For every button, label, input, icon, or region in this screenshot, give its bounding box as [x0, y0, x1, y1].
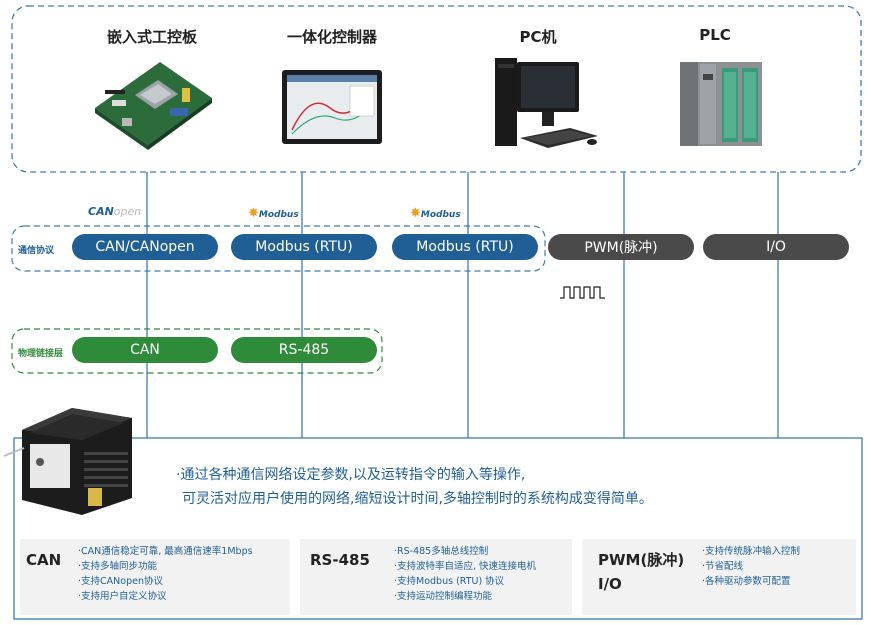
- panel-pwm-io-list: ·支持传统脉冲输入控制 ·节省配线 ·各种驱动参数可配置: [702, 544, 800, 589]
- panel-item: ·RS-485多轴总线控制: [394, 546, 489, 557]
- physical-frame: [11, 328, 383, 374]
- connector-lines: [146, 172, 779, 438]
- panel-item: ·支持运动控制编程功能: [394, 591, 493, 602]
- panel-pwm-title: PWM(脉冲): [598, 551, 685, 569]
- plc-icon: [680, 62, 762, 146]
- panel-item: ·支持CANopen协议: [78, 576, 163, 587]
- panel-can-title: CAN: [26, 551, 62, 569]
- modbus-logo-2-text: Modbus: [420, 210, 461, 220]
- protocol-modbus-rtu-2: Modbus (RTU): [392, 234, 538, 260]
- protocol-io: I/O: [703, 234, 849, 260]
- panel-item: ·支持用户自定义协议: [78, 591, 167, 602]
- panel-controller-icon: [282, 70, 382, 144]
- panel-can-list: ·CAN通信稳定可靠, 最高通信速率1Mbps ·支持多轴同步功能 ·支持CAN…: [78, 544, 253, 604]
- pc-icon: [495, 58, 598, 148]
- device-label-plc: PLC: [699, 26, 731, 44]
- modbus-logo-2: ✸Modbus: [410, 202, 461, 221]
- description-frame: [13, 437, 863, 620]
- canopen-logo-prefix: CAN: [88, 205, 114, 218]
- modbus-star-icon: ✸: [410, 206, 421, 221]
- pulse-waveform-icon: [560, 286, 605, 299]
- device-label-embedded-board: 嵌入式工控板: [106, 28, 197, 46]
- device-label-panel-controller: 一体化控制器: [286, 28, 377, 46]
- panel-can: CAN ·CAN通信稳定可靠, 最高通信速率1Mbps ·支持多轴同步功能 ·支…: [20, 539, 290, 615]
- panel-item: ·支持波特率自适应, 快速连接电机: [394, 561, 537, 572]
- physical-rs485: RS-485: [231, 337, 377, 363]
- protocol-modbus-rtu-1: Modbus (RTU): [231, 234, 377, 260]
- motor-icon: [3, 408, 132, 515]
- panel-item: ·支持Modbus (RTU) 协议: [394, 576, 505, 587]
- panel-item: ·支持传统脉冲输入控制: [702, 546, 801, 557]
- panel-io-title: I/O: [598, 575, 622, 593]
- canopen-logo-suffix: open: [113, 205, 142, 218]
- panel-rs485-title: RS-485: [310, 551, 370, 569]
- canopen-logo: CANopen: [88, 205, 141, 218]
- modbus-logo-1-text: Modbus: [258, 210, 299, 220]
- panel-item: ·支持多轴同步功能: [78, 561, 158, 572]
- physical-can: CAN: [72, 337, 218, 363]
- description-line-1: ·通过各种通信网络设定参数,以及运转指令的输入等操作,: [176, 467, 526, 483]
- panel-item: ·节省配线: [702, 561, 744, 572]
- protocol-canopen: CAN/CANopen: [72, 234, 218, 260]
- modbus-logo-1: ✸Modbus: [248, 202, 299, 221]
- description-line-2: 可灵活对应用户使用的网络,缩短设计时间,多轴控制时的系统构成变得简单。: [182, 491, 653, 507]
- embedded-board-icon: [95, 62, 212, 150]
- protocol-pwm: PWM(脉冲): [548, 234, 694, 260]
- protocol-layer-label: 通信协议: [18, 246, 55, 256]
- panel-item: ·各种驱动参数可配置: [702, 576, 791, 587]
- physical-layer-label: 物理链接层: [18, 349, 64, 359]
- panel-item: ·CAN通信稳定可靠, 最高通信速率1Mbps: [78, 546, 253, 557]
- panel-rs485-list: ·RS-485多轴总线控制 ·支持波特率自适应, 快速连接电机 ·支持Modbu…: [394, 544, 536, 604]
- modbus-star-icon: ✸: [248, 206, 259, 221]
- device-label-pc: PC机: [519, 28, 557, 46]
- panel-rs485: RS-485 ·RS-485多轴总线控制 ·支持波特率自适应, 快速连接电机 ·…: [300, 539, 572, 615]
- panel-pwm-io: PWM(脉冲) I/O ·支持传统脉冲输入控制 ·节省配线 ·各种驱动参数可配置: [582, 539, 856, 615]
- protocol-frame: [11, 225, 546, 272]
